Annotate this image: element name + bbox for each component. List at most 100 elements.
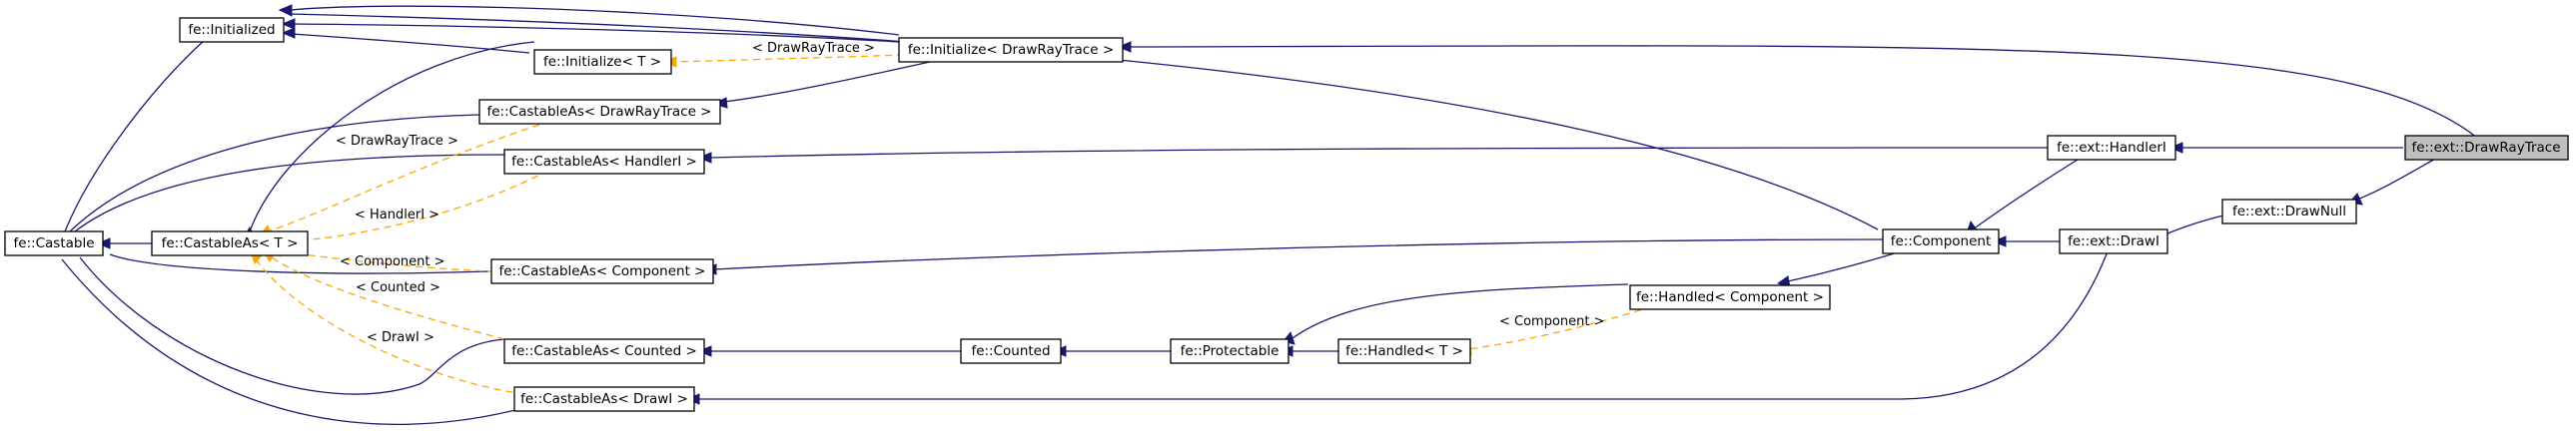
edge-template-castableas-handleri	[284, 164, 560, 242]
node-castableas-drawi-label: fe::CastableAs< DrawI >	[520, 391, 688, 407]
edge-initialize-t-to-castableas-t	[249, 41, 535, 232]
edge-drawi-to-castableas-drawi	[697, 250, 2109, 400]
edge-initialize-drt-to-initialized-2	[291, 23, 900, 43]
node-castableas-drawi-box	[513, 386, 695, 412]
node-handled-component-box	[1629, 284, 1831, 310]
node-castableas-counted[interactable]: fe::CastableAs< Counted >	[503, 338, 705, 364]
node-initialize-t-box	[533, 49, 672, 75]
arrowhead-castableas-handleri	[697, 152, 712, 164]
node-handled-t-label: fe::Handled< T >	[1345, 343, 1463, 359]
node-castable[interactable]: fe::Castable	[4, 230, 104, 256]
node-castableas-handleri-box	[503, 149, 705, 175]
node-counted-box	[960, 338, 1062, 364]
edge-castableas-drt-to-castable	[69, 114, 480, 232]
node-component-label: fe::Component	[1891, 233, 1992, 249]
node-protectable-label: fe::Protectable	[1181, 343, 1280, 359]
node-protectable-box	[1170, 338, 1289, 364]
node-castableas-component-box	[490, 258, 714, 284]
arrowhead-component-2	[1992, 235, 2007, 247]
node-initialized[interactable]: fe::Initialized	[179, 17, 285, 43]
edge-initialize-t-to-initialized	[291, 33, 530, 54]
nodes: fe::Initialized fe::Castable fe::Initial…	[4, 17, 2569, 412]
node-castable-label: fe::Castable	[13, 235, 94, 251]
node-handleri[interactable]: fe::ext::HandlerI	[2047, 135, 2176, 161]
edge-template-castableas-drawi	[255, 258, 525, 395]
arrowhead-castableas-counted	[697, 345, 712, 357]
node-drawraytrace-label: fe::ext::DrawRayTrace	[2411, 140, 2560, 156]
arrowhead-initialized-1	[278, 4, 293, 17]
node-counted[interactable]: fe::Counted	[960, 338, 1062, 364]
node-counted-label: fe::Counted	[971, 343, 1050, 359]
inheritance-edges	[61, 5, 2478, 425]
node-handleri-label: fe::ext::HandlerI	[2057, 140, 2166, 156]
node-castableas-t-label: fe::CastableAs< T >	[162, 235, 299, 251]
node-drawnull-label: fe::ext::DrawNull	[2232, 204, 2346, 220]
node-initialize-t[interactable]: fe::Initialize< T >	[533, 49, 672, 75]
node-initialized-box	[179, 17, 285, 43]
edge-castableas-drawi-to-castable	[61, 258, 520, 425]
edge-label-handleri: < HandlerI >	[355, 208, 439, 222]
edge-template-castableas-counted	[271, 256, 505, 340]
edge-template-castableas-drt	[267, 124, 540, 232]
edge-component-to-castableas-component	[713, 238, 1884, 270]
edge-label-drawi: < DrawI >	[367, 330, 434, 345]
node-handled-component[interactable]: fe::Handled< Component >	[1629, 284, 1831, 310]
node-drawnull[interactable]: fe::ext::DrawNull	[2221, 199, 2357, 224]
edge-handleri-to-castableas-handleri	[708, 147, 2049, 159]
edge-label-counted: < Counted >	[356, 280, 440, 295]
edge-handled-component-to-protectable	[1288, 283, 1629, 342]
edge-initialize-drt-to-castableas-drt	[723, 59, 940, 103]
node-castableas-drawraytrace-label: fe::CastableAs< DrawRayTrace >	[487, 104, 712, 120]
edge-component-to-initialized	[289, 13, 1879, 230]
edge-drawraytrace-to-initialize-drt	[1128, 45, 2478, 139]
node-handled-t[interactable]: fe::Handled< T >	[1337, 338, 1471, 364]
node-drawraytrace[interactable]: fe::ext::DrawRayTrace	[2404, 135, 2569, 161]
arrowhead-initialize-drt	[1117, 41, 1132, 53]
edge-label-component-handled: < Component >	[1499, 314, 1605, 329]
node-protectable[interactable]: fe::Protectable	[1170, 338, 1289, 364]
arrowhead-initialized-3	[281, 27, 296, 39]
node-castableas-drawi[interactable]: fe::CastableAs< DrawI >	[513, 386, 695, 412]
arrowhead-castable-2	[96, 237, 111, 249]
node-component[interactable]: fe::Component	[1882, 228, 2000, 254]
edge-initialized-to-castable	[64, 39, 206, 232]
node-castableas-handleri-label: fe::CastableAs< HandlerI >	[511, 154, 697, 170]
node-castableas-component-label: fe::CastableAs< Component >	[499, 263, 706, 279]
edge-castableas-counted-to-castable	[79, 256, 505, 395]
node-castableas-drawraytrace[interactable]: fe::CastableAs< DrawRayTrace >	[478, 99, 721, 125]
node-initialize-t-label: fe::Initialize< T >	[543, 54, 661, 70]
edge-template-handled-component	[1467, 290, 1699, 350]
node-castableas-t[interactable]: fe::CastableAs< T >	[151, 230, 309, 256]
node-castableas-component[interactable]: fe::CastableAs< Component >	[490, 258, 714, 284]
node-castableas-handleri[interactable]: fe::CastableAs< HandlerI >	[503, 149, 705, 175]
edge-castableas-handleri-to-castable	[74, 154, 505, 232]
node-initialize-drawraytrace-box	[898, 37, 1124, 63]
node-castableas-counted-box	[503, 338, 705, 364]
node-component-box	[1882, 228, 2000, 254]
node-castableas-t-box	[151, 230, 309, 256]
arrowhead-initialized-2	[281, 18, 296, 30]
node-handled-component-label: fe::Handled< Component >	[1636, 289, 1824, 305]
node-drawnull-box	[2221, 199, 2357, 224]
edge-handleri-to-component	[1972, 159, 2079, 230]
node-initialize-drawraytrace[interactable]: fe::Initialize< DrawRayTrace >	[898, 37, 1124, 63]
edge-label-drawraytrace-cast: < DrawRayTrace >	[336, 134, 458, 149]
node-drawi[interactable]: fe::ext::DrawI	[2059, 228, 2168, 254]
edge-castableas-component-to-castable	[109, 253, 490, 274]
node-drawi-box	[2059, 228, 2168, 254]
node-handleri-box	[2047, 135, 2176, 161]
node-castableas-drawraytrace-box	[478, 99, 721, 125]
node-initialize-drawraytrace-label: fe::Initialize< DrawRayTrace >	[908, 42, 1114, 58]
edge-label-component-cast: < Component >	[340, 254, 445, 269]
edge-template-initialize-drt	[673, 54, 905, 63]
node-castable-box	[4, 230, 104, 256]
node-drawi-label: fe::ext::DrawI	[2068, 233, 2159, 249]
node-handled-t-box	[1337, 338, 1471, 364]
edge-labels: < DrawRayTrace > < DrawRayTrace > < Hand…	[336, 41, 1605, 345]
arrowhead-handleri	[2168, 142, 2183, 154]
node-initialized-label: fe::Initialized	[188, 22, 275, 38]
edge-component-to-handled-component	[1787, 248, 1909, 282]
node-drawraytrace-box	[2404, 135, 2569, 161]
edge-drawraytrace-to-drawnull	[2356, 157, 2438, 201]
